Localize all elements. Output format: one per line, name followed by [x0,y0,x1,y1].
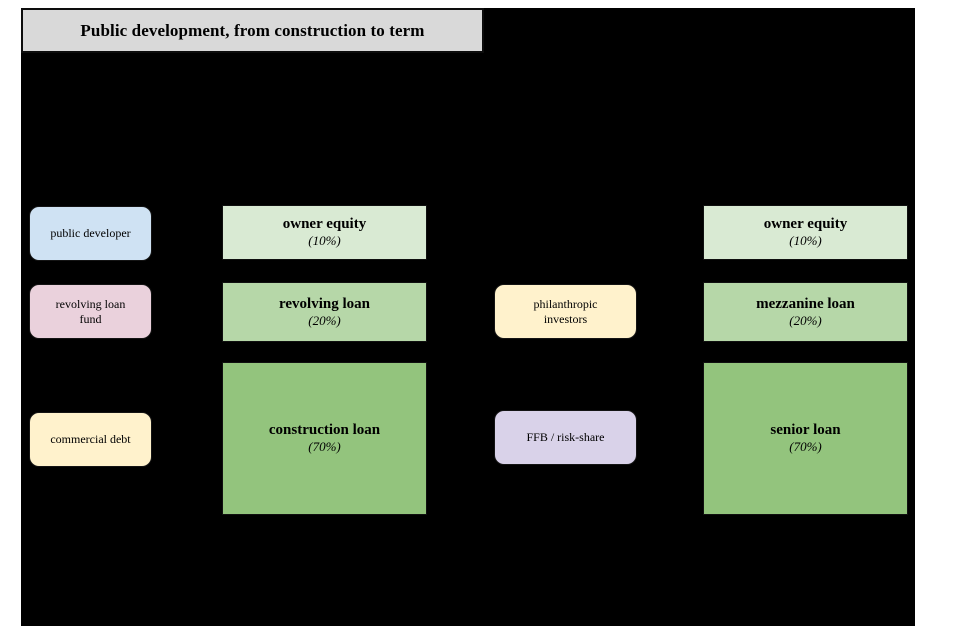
term-stack-owner-equity: owner equity (10%) [703,205,908,260]
entity-commercial-debt: commercial debt [29,412,152,467]
entity-philanthropic-investors: philanthropic investors [494,284,637,339]
term-stack-mezzanine-loan-label: mezzanine loan [756,295,855,312]
entity-philanthropic-investors-label: philanthropic investors [533,296,598,326]
entity-revolving-loan-fund: revolving loan fund [29,284,152,339]
entity-public-developer-label: public developer [50,226,131,240]
term-stack-senior-loan: senior loan (70%) [703,362,908,515]
term-stack-owner-equity-label: owner equity [763,216,848,233]
construction-stack-revolving-loan-share: (20%) [308,312,341,328]
construction-stack-revolving-loan: revolving loan (20%) [222,282,427,342]
entity-revolving-loan-fund-label: revolving loan fund [55,296,126,326]
construction-stack-construction-loan-label: construction loan [268,422,381,439]
construction-stack-revolving-loan-label: revolving loan [279,295,370,312]
construction-stack-construction-loan: construction loan (70%) [222,362,427,515]
diagram-title: Public development, from construction to… [80,20,425,40]
entity-public-developer: public developer [29,206,152,261]
term-stack-senior-loan-share: (70%) [789,439,822,455]
diagram-title-bar: Public development, from construction to… [21,8,484,53]
term-stack-mezzanine-loan-share: (20%) [789,312,822,328]
entity-ffb-risk-share-label: FFB / risk-share [526,430,605,444]
entity-commercial-debt-label: commercial debt [50,432,131,446]
term-stack-mezzanine-loan: mezzanine loan (20%) [703,282,908,342]
construction-stack-construction-loan-share: (70%) [308,439,341,455]
construction-stack-owner-equity: owner equity (10%) [222,205,427,260]
construction-stack-owner-equity-label: owner equity [282,216,367,233]
term-stack-owner-equity-share: (10%) [789,233,822,249]
construction-stack-owner-equity-share: (10%) [308,233,341,249]
term-stack-senior-loan-label: senior loan [770,422,841,439]
entity-ffb-risk-share: FFB / risk-share [494,410,637,465]
